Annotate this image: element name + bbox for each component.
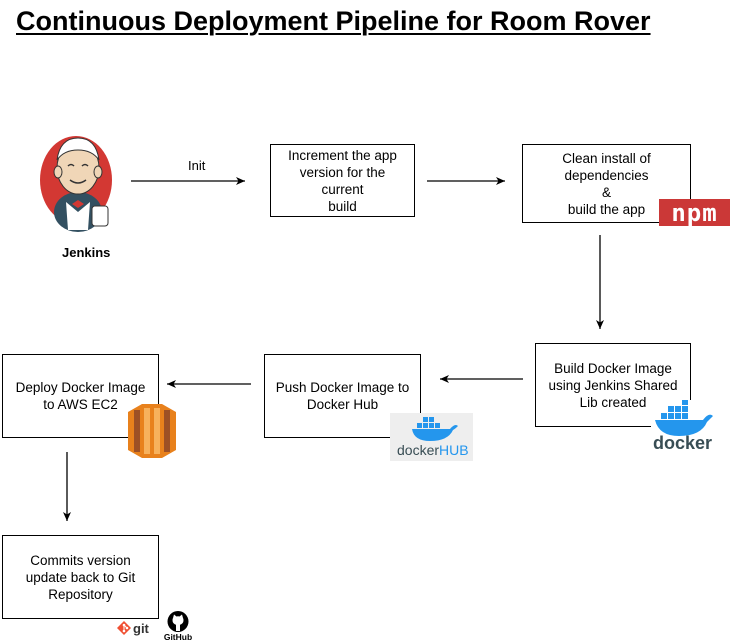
docker-hub-logo-text: dockerHUB (397, 442, 469, 458)
edge-label-init: Init (188, 158, 206, 173)
step-commit-version: Commits version update back to Git Repos… (2, 535, 159, 619)
docker-whale-icon (655, 400, 713, 436)
github-logo: GitHub (162, 611, 194, 642)
step-text: Clean install of dependencies & build th… (562, 150, 651, 217)
git-logo-text: git (133, 620, 149, 636)
step-text: Build Docker Image using Jenkins Shared … (548, 360, 678, 410)
aws-ec2-icon (128, 404, 176, 458)
step-text: Push Docker Image to Docker Hub (275, 380, 410, 412)
npm-logo-text: npm (671, 198, 718, 227)
jenkins-label: Jenkins (62, 245, 111, 260)
docker-hub-logo: dockerHUB (390, 413, 473, 461)
github-logo-text: GitHub (163, 632, 193, 642)
page-title: Continuous Deployment Pipeline for Room … (16, 6, 651, 36)
docker-hub-whale-icon (412, 417, 458, 441)
git-diamond-icon (117, 621, 131, 635)
git-logo: git (117, 618, 157, 638)
step-text: Deploy Docker Image to AWS EC2 (15, 380, 146, 412)
jenkins-butler-icon (40, 136, 112, 232)
step-text: Increment the app version for the curren… (288, 147, 397, 214)
docker-logo-text: docker (653, 433, 713, 453)
step-text: Commits version update back to Git Repos… (25, 552, 136, 602)
step-increment-version: Increment the app version for the curren… (270, 144, 415, 217)
github-octocat-icon (167, 611, 189, 632)
npm-logo: npm (659, 199, 730, 226)
docker-logo: docker (651, 400, 715, 455)
